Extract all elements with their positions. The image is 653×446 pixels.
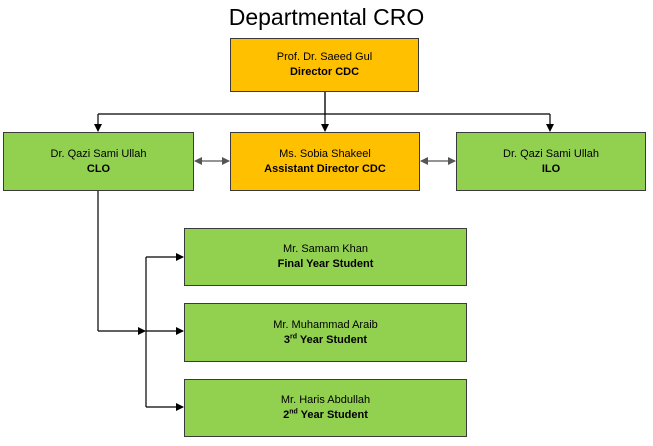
node-director-name: Prof. Dr. Saeed Gul xyxy=(276,51,373,63)
node-student-3: Mr. Haris Abdullah 2nd Year Student xyxy=(184,379,467,437)
node-student-2-name: Mr. Muhammad Araib xyxy=(273,318,378,331)
node-clo: Dr. Qazi Sami Ullah CLO xyxy=(3,132,194,191)
node-student-3-name: Mr. Haris Abdullah xyxy=(280,394,371,406)
node-clo-role: CLO xyxy=(86,162,111,175)
node-student-3-role: 2nd Year Student xyxy=(283,408,368,421)
node-student-1-role: Final Year Student xyxy=(277,258,374,270)
chart-title: Departmental CRO xyxy=(228,4,425,30)
node-clo-name: Dr. Qazi Sami Ullah xyxy=(50,147,147,160)
node-assistant-name: Ms. Sobia Shakeel xyxy=(279,147,371,160)
node-student-2-role: 3rd Year Student xyxy=(283,332,368,346)
node-student-1-name: Mr. Samam Khan xyxy=(283,243,368,255)
node-assistant-role: Assistant Director CDC xyxy=(264,162,386,175)
node-ilo: Dr. Qazi Sami Ullah ILO xyxy=(456,132,646,191)
node-director: Prof. Dr. Saeed Gul Director CDC xyxy=(230,38,419,92)
node-director-role: Director CDC xyxy=(289,66,360,78)
node-student-2: Mr. Muhammad Araib 3rd Year Student xyxy=(184,303,467,362)
node-ilo-role: ILO xyxy=(541,162,561,175)
node-student-1: Mr. Samam Khan Final Year Student xyxy=(184,228,467,286)
node-assistant: Ms. Sobia Shakeel Assistant Director CDC xyxy=(230,132,420,191)
node-ilo-name: Dr. Qazi Sami Ullah xyxy=(503,147,599,160)
